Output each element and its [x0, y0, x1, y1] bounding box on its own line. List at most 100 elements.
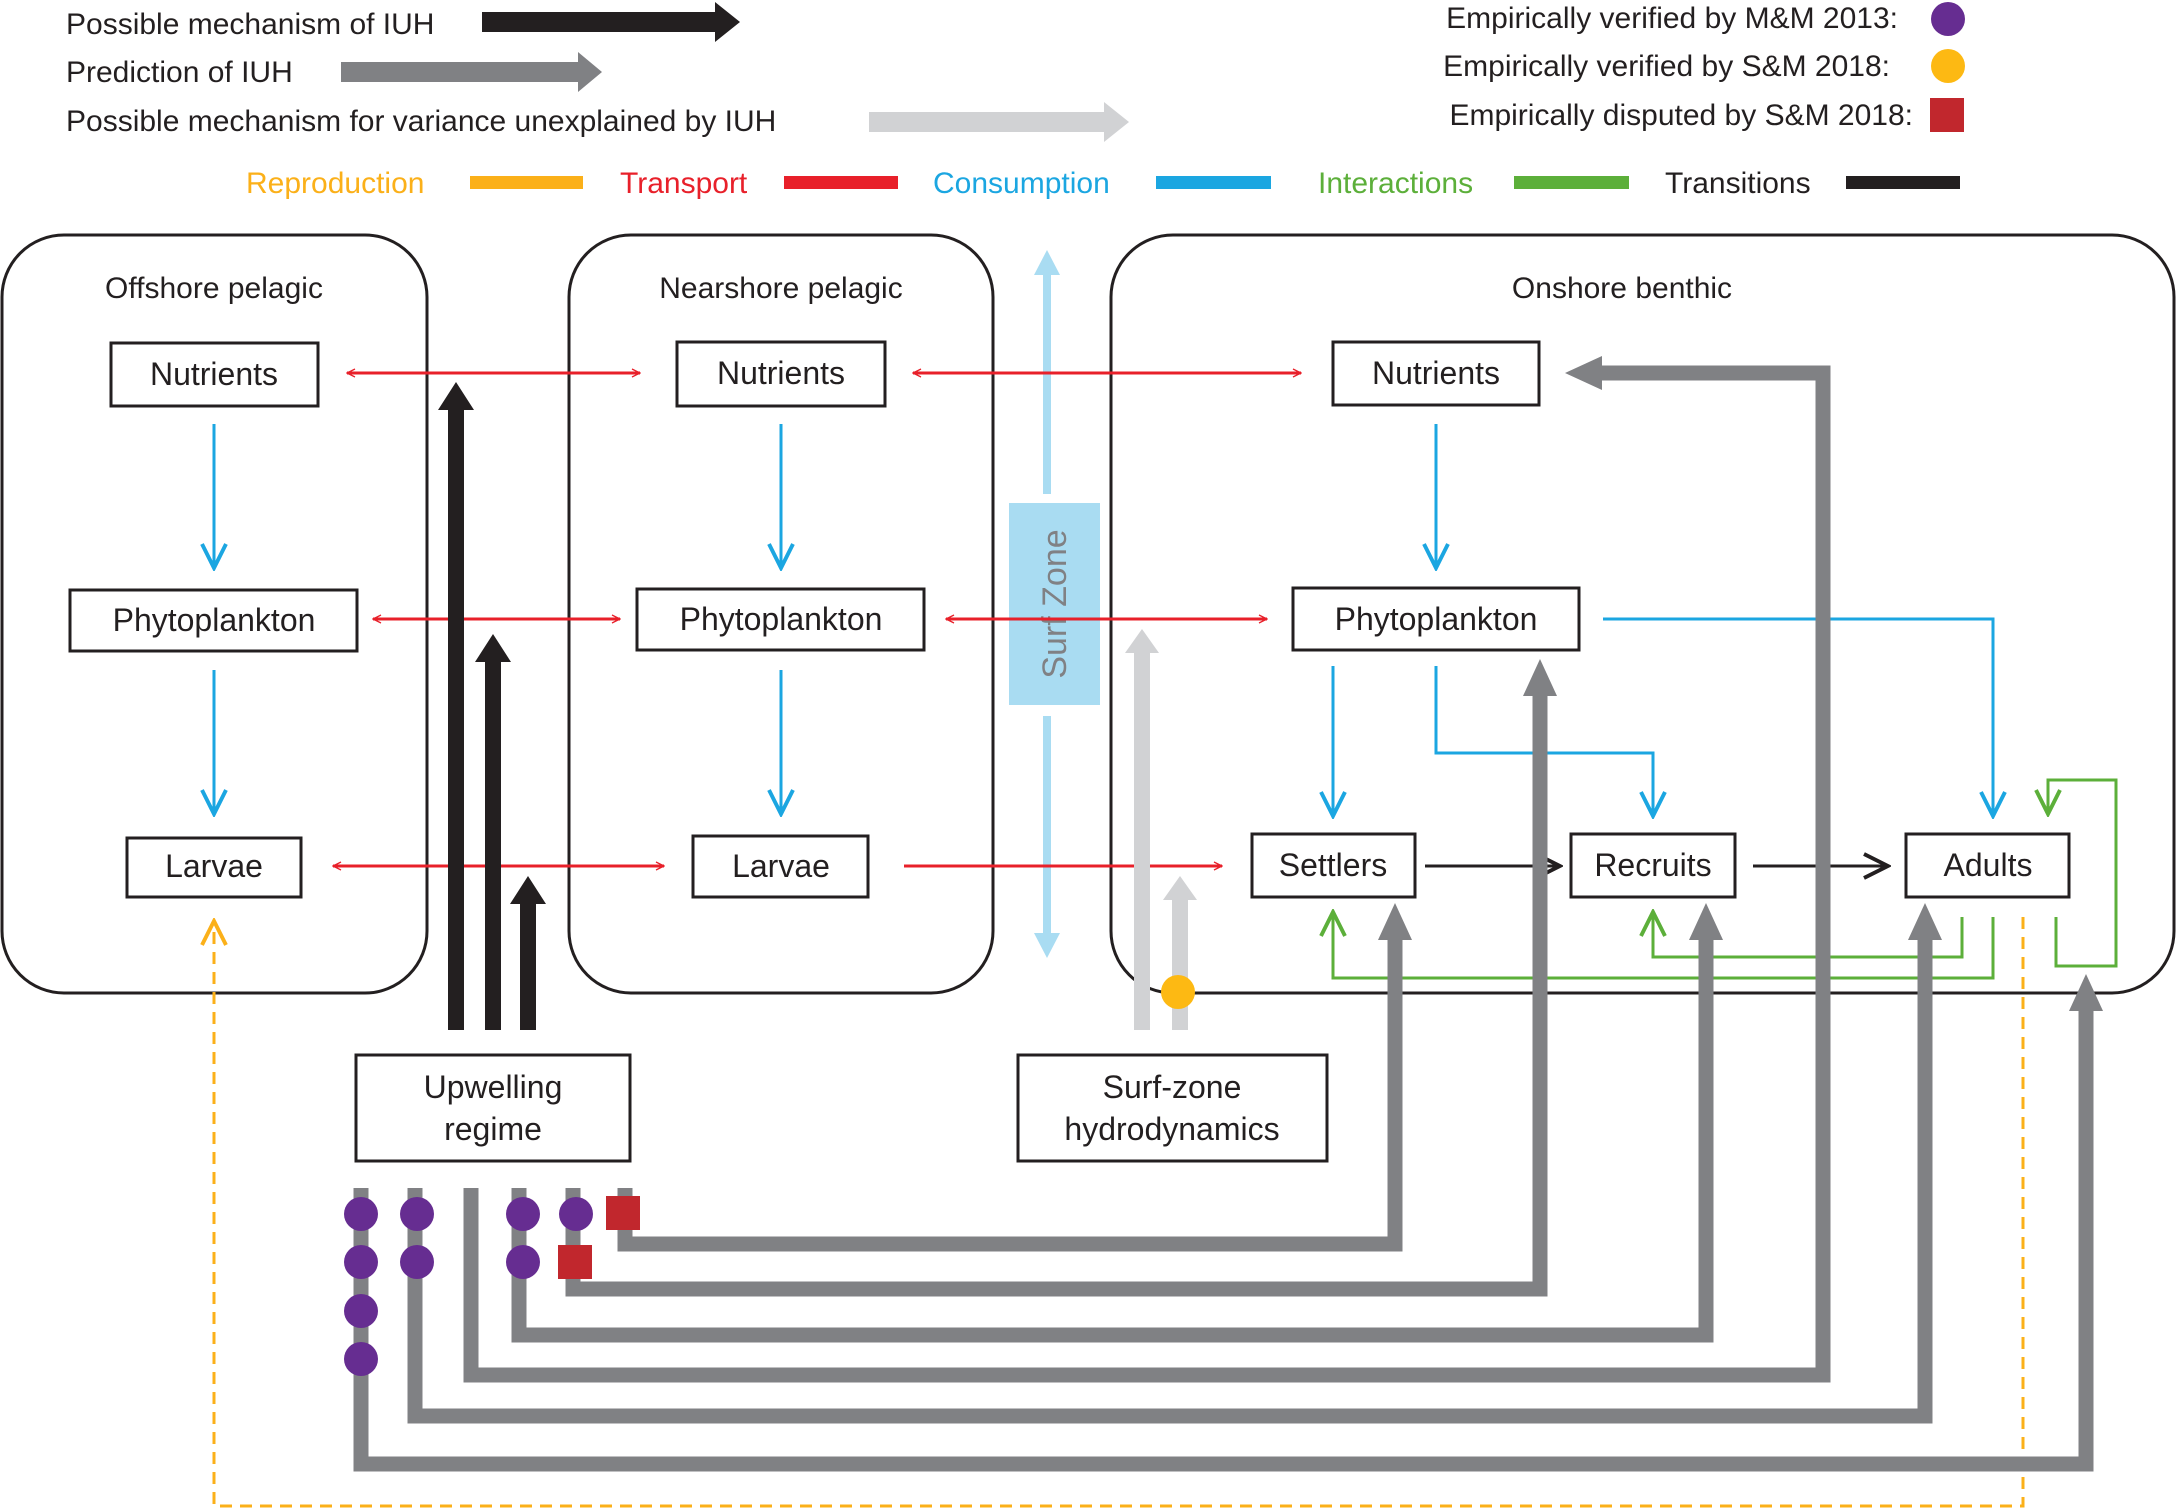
upwelling-regime-box	[354, 1053, 632, 1163]
onshore-nutrients-box	[1331, 340, 1541, 407]
offshore-larvae-label: Larvae	[165, 848, 263, 884]
recruits-box	[1569, 832, 1737, 899]
interaction-arrows	[1333, 778, 2118, 980]
interaction-arrow-adults-settlers	[1333, 912, 1995, 980]
evidence-purple-marker	[400, 1245, 434, 1279]
arrowhead-adults-outer	[2069, 974, 2103, 1011]
transport-arrows	[333, 373, 1301, 866]
interaction-arrow-adults-recruits	[1653, 912, 1964, 959]
arrowhead-recruits	[1689, 903, 1723, 940]
evidence-gold-surfzone	[1161, 975, 1195, 1009]
legend-arrow-light-gray	[869, 102, 1129, 142]
upwelling-regime-label-line2: regime	[444, 1111, 542, 1147]
surf-arrow-to-phyto	[1125, 629, 1159, 1030]
arrowhead-adults-inner	[1908, 903, 1942, 940]
onshore-phytoplankton-label: Phytoplankton	[1335, 601, 1538, 637]
evidence-markers	[344, 1196, 640, 1376]
legend-consumption-label: Consumption	[933, 167, 1110, 200]
legend-reproduction-label: Reproduction	[246, 167, 424, 200]
nearshore-pelagic-title: Nearshore pelagic	[659, 272, 902, 305]
upwelling-arrow-to-larvae	[510, 876, 546, 1030]
evidence-purple-marker	[506, 1197, 540, 1231]
interaction-arrow-adults-self	[2048, 778, 2118, 968]
offshore-pelagic-title: Offshore pelagic	[105, 272, 323, 305]
nearshore-nutrients-box	[675, 340, 887, 408]
evidence-purple-marker	[344, 1294, 378, 1328]
offshore-phytoplankton-box	[68, 588, 359, 653]
nearshore-phytoplankton-box	[635, 587, 926, 652]
evidence-purple-marker	[344, 1342, 378, 1376]
surf-hydrodynamics-arrows	[1125, 629, 1197, 1030]
onshore-nutrients-label: Nutrients	[1372, 355, 1500, 391]
offshore-nutrients-label: Nutrients	[150, 356, 278, 392]
surf-zone-down-arrow	[1034, 716, 1060, 958]
offshore-phytoplankton-label: Phytoplankton	[113, 602, 316, 638]
surf-arrow-to-settlers	[1163, 876, 1197, 1030]
settlers-box	[1250, 832, 1417, 899]
legend-label-unexplained-variance: Possible mechanism for variance unexplai…	[66, 105, 776, 138]
nearshore-larvae-label: Larvae	[732, 848, 830, 884]
arrowhead-settlers	[1378, 903, 1412, 940]
evidence-purple-marker	[400, 1197, 434, 1231]
consumption-arrow-phyto-adults	[1603, 617, 1993, 816]
evidence-red-square-marker	[558, 1245, 592, 1279]
surf-zone-hydrodynamics-label-line1: Surf-zone	[1103, 1069, 1242, 1105]
node-labels: Nutrients Phytoplankton Larvae Nutrients…	[113, 355, 2033, 1147]
legend-marker-red-square	[1930, 98, 1964, 132]
arrowhead-onshore-nutrients	[1565, 356, 1602, 390]
surf-zone-hydrodynamics-box	[1016, 1053, 1329, 1163]
settlers-label: Settlers	[1279, 847, 1387, 883]
offshore-nutrients-box	[109, 341, 320, 408]
legend-label-sm2018-verified: Empirically verified by S&M 2018:	[1443, 50, 1890, 83]
upwelling-regime-label-line1: Upwelling	[424, 1069, 563, 1105]
legend-label-mm2013: Empirically verified by M&M 2013:	[1446, 2, 1898, 35]
legend-transitions-swatch	[1846, 176, 1960, 189]
legend: Possible mechanism of IUH Prediction of …	[66, 2, 1965, 200]
regions: Offshore pelagic Nearshore pelagic Onsho…	[0, 233, 2176, 995]
legend-label-iuh-mechanism: Possible mechanism of IUH	[66, 8, 434, 41]
surf-zone-label: Surf Zone	[1036, 529, 1074, 678]
legend-interactions-swatch	[1514, 176, 1629, 189]
legend-transport-swatch	[784, 176, 898, 189]
onshore-phytoplankton-box	[1291, 586, 1581, 652]
nearshore-larvae-box	[691, 834, 870, 899]
surf-zone-hydrodynamics-label-line2: hydrodynamics	[1064, 1111, 1279, 1147]
upwelling-arrows	[438, 382, 546, 1030]
legend-transitions-label: Transitions	[1665, 167, 1811, 200]
evidence-purple-marker	[344, 1197, 378, 1231]
nearshore-pelagic-panel	[567, 233, 995, 995]
iuh-prediction-arrows	[353, 365, 2094, 1472]
prediction-arrow-to-adults-inner	[407, 938, 1933, 1424]
onshore-benthic-panel	[1109, 233, 2176, 995]
legend-consumption-swatch	[1156, 176, 1271, 189]
nearshore-phytoplankton-label: Phytoplankton	[680, 601, 883, 637]
nearshore-nutrients-label: Nutrients	[717, 355, 845, 391]
legend-arrow-dark-gray	[341, 52, 602, 92]
evidence-red-square-marker	[606, 1196, 640, 1230]
legend-reproduction-swatch	[470, 176, 583, 189]
adults-box	[1904, 832, 2071, 899]
legend-label-iuh-prediction: Prediction of IUH	[66, 56, 293, 89]
evidence-purple-marker	[559, 1197, 593, 1231]
evidence-purple-marker	[344, 1245, 378, 1279]
upwelling-arrow-to-nutrients	[438, 382, 474, 1030]
surf-zone: Surf Zone	[1009, 250, 1100, 958]
legend-marker-gold-circle	[1931, 49, 1965, 83]
legend-transport-label: Transport	[620, 167, 748, 200]
legend-interactions-label: Interactions	[1318, 167, 1473, 200]
legend-label-sm2018-disputed: Empirically disputed by S&M 2018:	[1449, 99, 1913, 132]
recruits-label: Recruits	[1594, 847, 1711, 883]
adults-label: Adults	[1944, 847, 2033, 883]
nodes	[68, 340, 2071, 1163]
offshore-larvae-box	[125, 836, 303, 899]
arrowhead-onshore-phyto	[1523, 659, 1557, 696]
iuh-prediction-arrowheads	[1378, 356, 2103, 1011]
surf-zone-box	[1009, 503, 1100, 705]
prediction-arrow-to-onshore-nutrients	[463, 365, 1831, 1383]
evidence-purple-marker	[506, 1245, 540, 1279]
reproduction-arrow-adults-larvae	[214, 917, 2025, 1508]
legend-marker-purple-circle	[1931, 2, 1965, 36]
legend-arrow-black	[482, 2, 740, 42]
onshore-benthic-title: Onshore benthic	[1512, 272, 1732, 305]
